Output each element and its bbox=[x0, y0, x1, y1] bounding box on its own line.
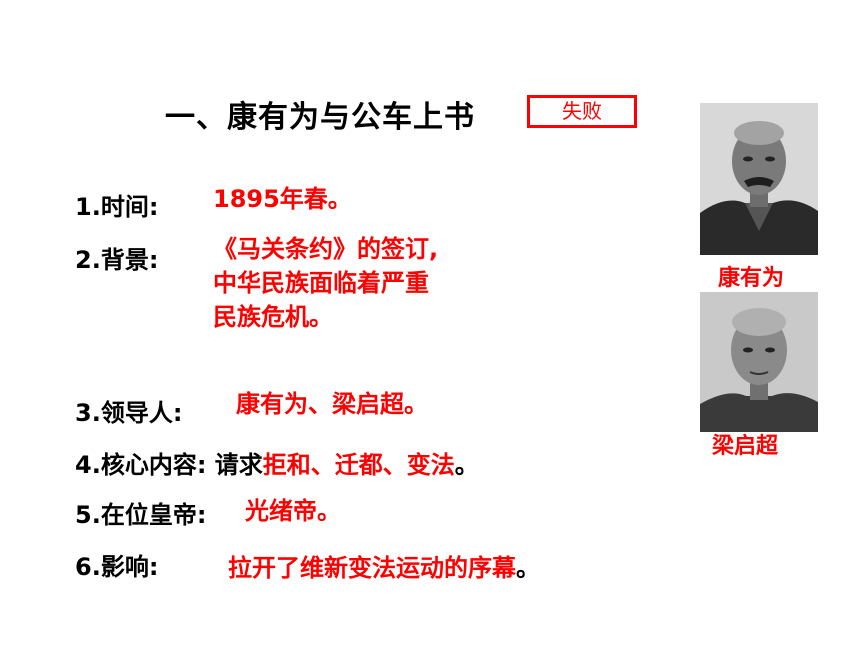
slide-title: 一、康有为与公车上书 bbox=[165, 100, 475, 135]
core-content-prefix: 请求 bbox=[214, 451, 263, 479]
background-line-3: 民族危机。 bbox=[213, 303, 333, 331]
background-label: 2.背景: bbox=[75, 246, 159, 274]
core-content-value: 拒和、迁都、变法 bbox=[262, 451, 455, 479]
influence-label: 6.影响: bbox=[75, 553, 159, 581]
kang-youwei-caption: 康有为 bbox=[718, 266, 785, 291]
liang-qichao-caption: 梁启超 bbox=[712, 434, 779, 459]
influence-value: 拉开了维新变法运动的序幕 bbox=[228, 554, 516, 582]
influence-suffix: 。 bbox=[516, 554, 540, 582]
emperor-value: 光绪帝。 bbox=[245, 497, 341, 525]
emperor-label: 5.在位皇帝: bbox=[75, 501, 207, 529]
core-content-label: 4.核心内容: bbox=[75, 451, 207, 479]
leader-label: 3.领导人: bbox=[75, 399, 183, 427]
influence-row: 拉开了维新变法运动的序幕。 bbox=[228, 548, 540, 583]
background-line-2: 中华民族面临着严重 bbox=[213, 269, 429, 297]
portrait-photo-icon bbox=[700, 103, 818, 255]
portrait-photo-icon bbox=[700, 292, 818, 432]
time-label: 1.时间: bbox=[75, 193, 159, 221]
kang-youwei-photo bbox=[700, 103, 818, 255]
liang-qichao-photo bbox=[700, 292, 818, 432]
background-line-1: 《马关条约》的签订, bbox=[213, 235, 439, 263]
result-badge: 失败 bbox=[527, 95, 637, 128]
core-content-suffix: 。 bbox=[454, 451, 479, 479]
background-value: 《马关条约》的签订, 中华民族面临着严重 民族危机。 bbox=[213, 232, 483, 334]
core-content-row: 4.核心内容: 请求拒和、迁都、变法。 bbox=[75, 445, 479, 480]
time-value: 1895年春。 bbox=[213, 185, 352, 213]
leader-value: 康有为、梁启超。 bbox=[236, 390, 428, 418]
